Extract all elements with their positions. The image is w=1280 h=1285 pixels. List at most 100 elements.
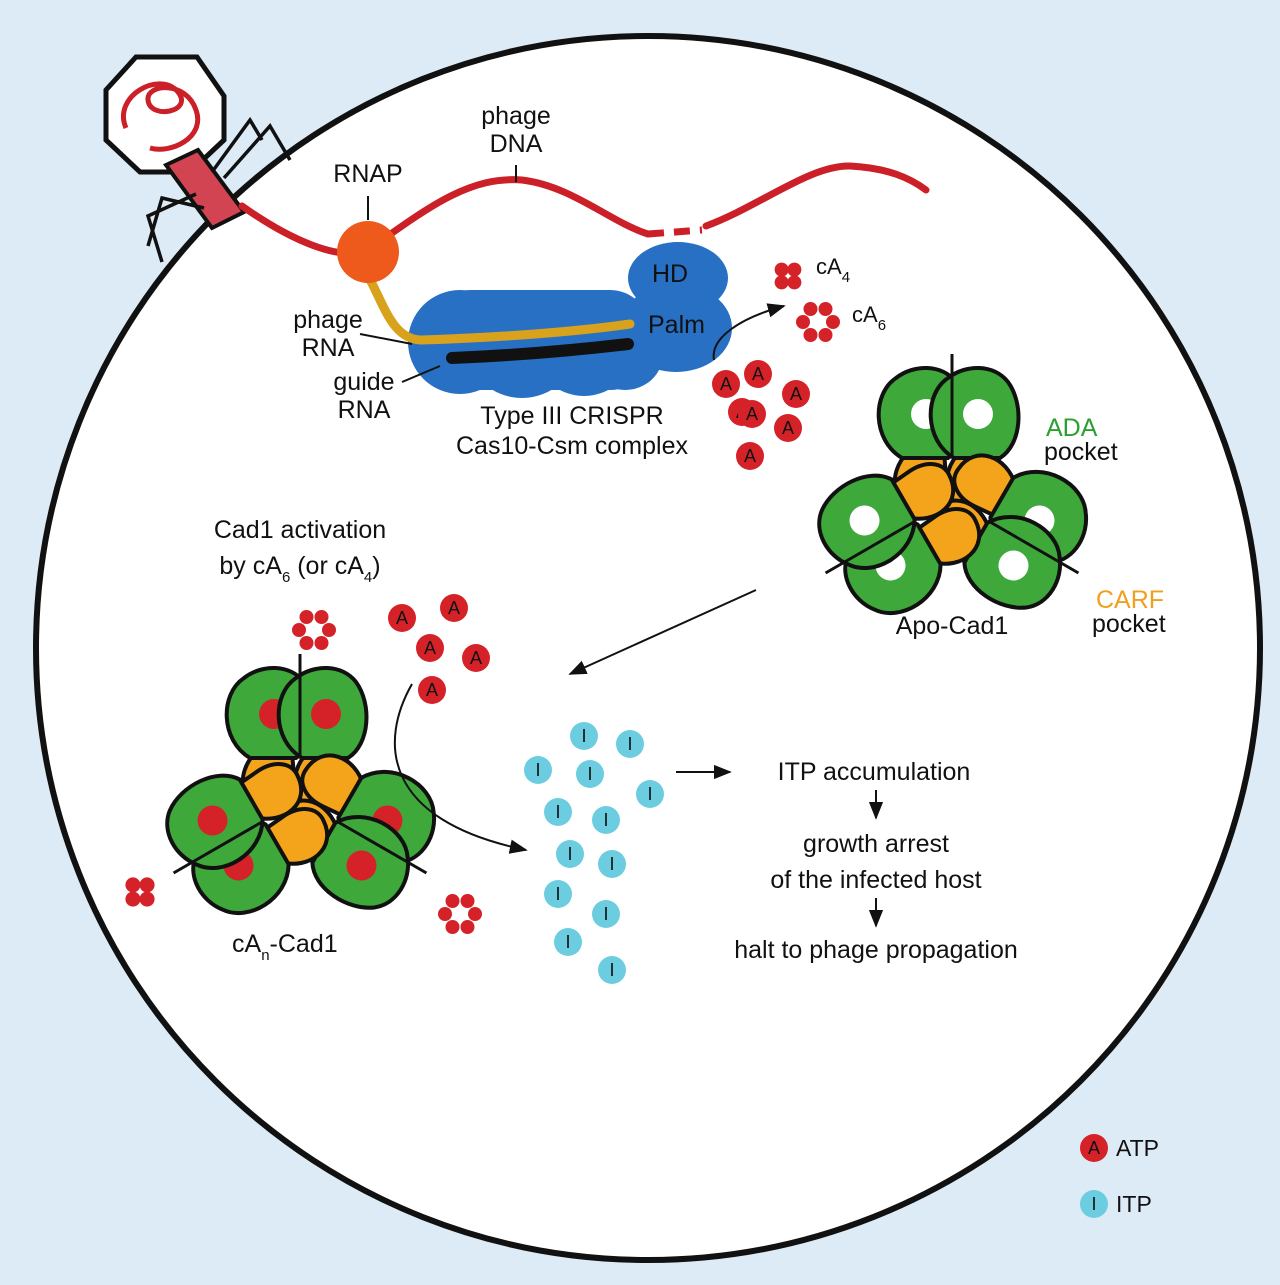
ca-bead <box>460 919 475 934</box>
phage-rna-label-2: RNA <box>302 334 355 362</box>
atp-molecule: A <box>418 676 446 704</box>
ca-bead <box>818 302 833 317</box>
legend-itp-label: ITP <box>1116 1191 1152 1217</box>
ca-bead <box>787 275 802 290</box>
ca-bead <box>139 877 155 893</box>
step-growth-arrest-1: growth arrest <box>803 830 949 858</box>
host-cell <box>33 33 1263 1263</box>
svg-text:I: I <box>581 726 586 746</box>
svg-text:A: A <box>744 446 756 466</box>
palm-to-ca-arrow <box>712 303 786 361</box>
apo-to-itp-arrow <box>568 589 757 675</box>
svg-text:A: A <box>720 374 732 394</box>
atp-molecule: A <box>388 604 416 632</box>
ca-bead <box>299 610 314 625</box>
cad1-monomer <box>817 462 956 571</box>
ca4-bound-left <box>125 877 155 907</box>
phage-dna-label-1: phage <box>481 102 551 130</box>
svg-text:A: A <box>470 648 482 668</box>
guide-rna <box>446 338 634 364</box>
ca4-label: cA4 <box>816 254 850 286</box>
legend-itp-swatch <box>1080 1190 1108 1218</box>
ca-bead <box>468 907 482 921</box>
complex-label-1: Type III CRISPR <box>480 402 663 430</box>
ada-label-1: ADA <box>1046 414 1098 442</box>
guide-rna-label-1: guide <box>333 368 394 396</box>
svg-text:A: A <box>426 680 438 700</box>
ca6-label: cA6 <box>852 302 886 334</box>
itp-molecule: I <box>570 722 598 750</box>
rnap <box>337 221 399 283</box>
atp-molecule: A <box>462 644 490 672</box>
itp-molecule: I <box>636 780 664 808</box>
ca-bead <box>460 894 475 909</box>
cad1-monomer <box>165 762 304 871</box>
svg-text:A: A <box>396 608 408 628</box>
carf-label-1: CARF <box>1096 586 1164 614</box>
itp-molecule: I <box>598 850 626 878</box>
ca-bead <box>438 907 452 921</box>
complex-label-2: Cas10-Csm complex <box>456 432 689 460</box>
step-itp-accumulation: ITP accumulation <box>778 758 971 786</box>
atp-molecule: A <box>712 370 740 398</box>
itp-molecule: I <box>554 928 582 956</box>
svg-text:I: I <box>609 960 614 980</box>
ca-bead <box>787 262 802 277</box>
ca-bead <box>322 623 336 637</box>
itp-molecule: I <box>598 956 626 984</box>
itp-molecule: I <box>592 806 620 834</box>
ca6-bound-top <box>292 610 336 650</box>
svg-text:A: A <box>424 638 436 658</box>
guide-rna-label-2: RNA <box>338 396 391 424</box>
svg-text:A: A <box>790 384 802 404</box>
activation-label-2: by cA6 (or cA4) <box>219 552 380 586</box>
itp-molecule: I <box>576 760 604 788</box>
ca-bead <box>445 894 460 909</box>
ca-bead <box>774 275 789 290</box>
apo-cad1-label: Apo-Cad1 <box>896 612 1009 640</box>
step-halt-propagation: halt to phage propagation <box>734 936 1018 964</box>
svg-text:I: I <box>587 764 592 784</box>
atp-molecule: A <box>440 594 468 622</box>
svg-text:I: I <box>555 884 560 904</box>
ca-bead <box>125 891 141 907</box>
svg-text:I: I <box>555 802 560 822</box>
legend-atp-letter: A <box>1088 1138 1100 1158</box>
phage-dna-end <box>702 162 930 230</box>
svg-text:A: A <box>782 418 794 438</box>
phage-dna-label-2: DNA <box>490 130 543 158</box>
can-cad1-trimer <box>165 654 437 916</box>
svg-text:I: I <box>565 932 570 952</box>
ca6-bound-right <box>438 894 482 934</box>
itp-molecule: I <box>544 798 572 826</box>
ca-bead <box>125 877 141 893</box>
ca-bead <box>826 315 840 329</box>
apo-cad1-trimer <box>817 354 1089 616</box>
itp-molecule: I <box>544 880 572 908</box>
atp-molecule: A <box>782 380 810 408</box>
ada-label-2: pocket <box>1044 438 1118 466</box>
ca6-molecule <box>796 302 840 342</box>
rnap-label: RNAP <box>333 160 402 188</box>
phage-icon <box>103 54 292 263</box>
can-cad1-label: cAn-Cad1 <box>232 930 338 964</box>
ca-bead <box>299 635 314 650</box>
activation-label-1: Cad1 activation <box>214 516 386 544</box>
ca-bead <box>803 327 818 342</box>
phage-rna-label-1: phage <box>293 306 363 334</box>
atp-molecule: A <box>774 414 802 442</box>
itp-molecule: I <box>524 756 552 784</box>
atp-molecule: A <box>416 634 444 662</box>
svg-text:I: I <box>567 844 572 864</box>
svg-text:I: I <box>603 904 608 924</box>
step-growth-arrest-2: of the infected host <box>770 866 981 894</box>
hd-label: HD <box>652 260 688 288</box>
svg-text:I: I <box>535 760 540 780</box>
ca-bead <box>314 610 329 625</box>
ca-bead <box>139 891 155 907</box>
atp-to-itp-arrow <box>393 683 528 854</box>
ca-bead <box>774 262 789 277</box>
ca-bead <box>314 635 329 650</box>
